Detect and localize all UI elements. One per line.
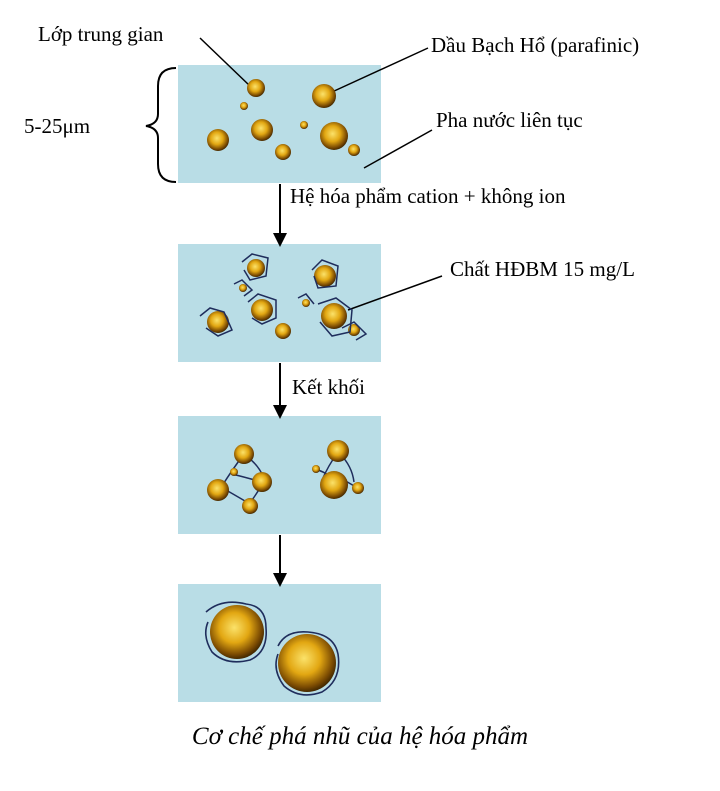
oil-droplet-large (278, 634, 336, 692)
label-surfactant: Chất HĐBM 15 mg/L (450, 257, 635, 281)
oil-droplet (321, 303, 347, 329)
size-brace (145, 67, 177, 183)
label-oil: Dầu Bạch Hổ (parafinic) (431, 33, 640, 57)
oil-droplet (251, 119, 273, 141)
oil-droplet (252, 472, 272, 492)
label-chemical-system: Hệ hóa phẩm cation + không ion (290, 184, 566, 208)
oil-droplet (234, 444, 254, 464)
surfactant-shell (204, 601, 340, 696)
oil-droplet (247, 79, 265, 97)
label-interlayer: Lớp trung gian (38, 22, 164, 46)
oil-droplet (240, 102, 248, 110)
oil-droplet (312, 84, 336, 108)
oil-droplet (275, 144, 291, 160)
oil-droplet (242, 498, 258, 514)
oil-droplet (312, 465, 320, 473)
oil-droplet (314, 265, 336, 287)
droplets-initial (207, 79, 360, 160)
panel-flocculation (178, 416, 381, 534)
oil-droplet (352, 482, 364, 494)
droplets-coalesced (204, 601, 340, 696)
leader-oil (331, 47, 429, 93)
leader-water (363, 129, 433, 169)
oil-droplet (247, 259, 265, 277)
surfactant-strands (199, 253, 368, 341)
oil-droplet (239, 284, 247, 292)
label-coalescence: Kết khối (292, 375, 365, 399)
leader-surfactant (347, 275, 443, 311)
oil-droplet (320, 122, 348, 150)
label-water-phase: Pha nước liên tục (436, 108, 583, 132)
oil-droplet (327, 440, 349, 462)
oil-droplet (275, 323, 291, 339)
oil-droplet (230, 468, 238, 476)
oil-droplet (207, 311, 229, 333)
droplets-with-surfactant (199, 253, 368, 341)
figure-caption: Cơ chế phá nhũ của hệ hóa phẩm (191, 723, 529, 750)
oil-droplet (207, 479, 229, 501)
oil-droplet-large (210, 605, 264, 659)
oil-droplet (251, 299, 273, 321)
droplets-flocculated (207, 440, 364, 514)
oil-droplet (302, 299, 310, 307)
oil-droplet (207, 129, 229, 151)
oil-droplet (320, 471, 348, 499)
leader-interlayer (199, 37, 251, 87)
panel-surfactant-adsorbed (178, 244, 381, 362)
label-size-range: 5-25μm (24, 114, 91, 138)
oil-droplet (348, 144, 360, 156)
oil-droplet (300, 121, 308, 129)
